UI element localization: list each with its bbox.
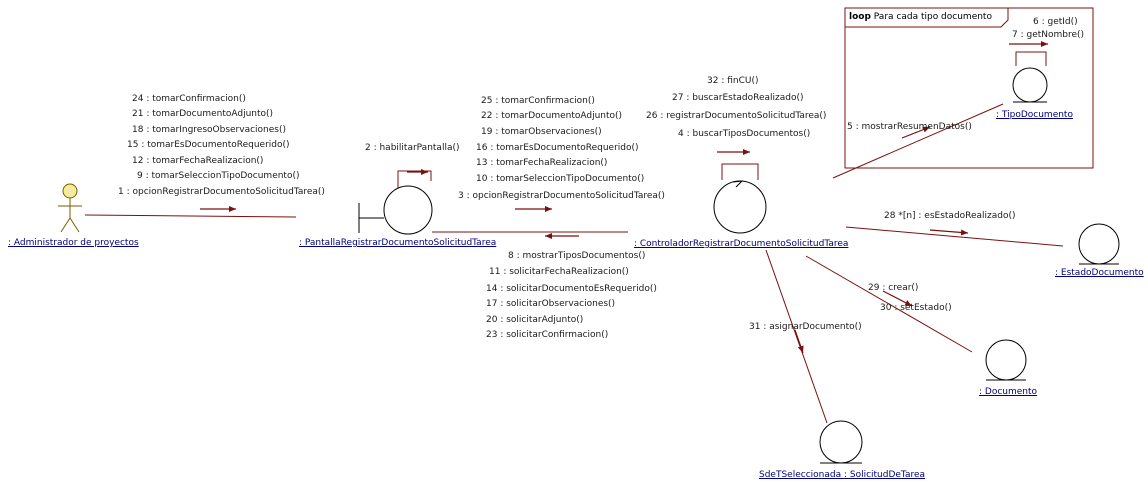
message-label: 24 : tomarConfirmacion(): [132, 94, 246, 104]
tipo-documento-entity[interactable]: [1012, 67, 1048, 103]
message-label: 4 : buscarTiposDocumentos(): [678, 129, 811, 139]
message-label: 7 : getNombre(): [1012, 30, 1085, 40]
actor-figure[interactable]: [58, 183, 82, 233]
message-label: 18 : tomarIngresoObservaciones(): [132, 125, 287, 135]
message-label: 8 : mostrarTiposDocumentos(): [508, 251, 646, 261]
message-label: 20 : solicitarAdjunto(): [486, 315, 584, 325]
message-label: 27 : buscarEstadoRealizado(): [672, 93, 804, 103]
controlador-label[interactable]: : ControladorRegistrarDocumentoSolicitud…: [634, 239, 849, 249]
message-label: 3 : opcionRegistrarDocumentoSolicitudTar…: [458, 191, 665, 201]
message-label: 12 : tomarFechaRealizacion(): [132, 156, 264, 166]
message-label: 13 : tomarFechaRealizacion(): [476, 158, 608, 168]
documento-label[interactable]: : Documento: [979, 387, 1038, 397]
control-object[interactable]: [713, 180, 767, 234]
pantalla-label[interactable]: : PantallaRegistrarDocumentoSolicitudTar…: [299, 238, 497, 248]
message-label: 31 : asignarDocumento(): [749, 322, 862, 332]
message-label: 16 : tomarEsDocumentoRequerido(): [476, 143, 639, 153]
message-label: 10 : tomarSeleccionTipoDocumento(): [476, 174, 645, 184]
message-label: 28 *[n] : esEstadoRealizado(): [884, 211, 1016, 221]
loop-title: loop Para cada tipo documento: [849, 12, 992, 22]
solicitud-label[interactable]: SdeTSeleccionada : SolicitudDeTarea: [759, 470, 926, 480]
message-label: 6 : getId(): [1033, 17, 1078, 27]
link-actor-pantalla: [84, 214, 297, 218]
message-label: 22 : tomarDocumentoAdjunto(): [481, 111, 623, 121]
links: [84, 51, 1064, 424]
message-label: 32 : finCU(): [707, 76, 759, 86]
actor-label[interactable]: : Administrador de proyectos: [8, 238, 139, 248]
message-label: 5 : mostrarResumenDatos(): [847, 122, 972, 132]
link-controlador-documento: [805, 255, 973, 353]
message-arrows: [200, 41, 1048, 354]
message-label: 21 : tomarDocumentoAdjunto(): [132, 109, 274, 119]
message-label: 9 : tomarSeleccionTipoDocumento(): [137, 171, 300, 181]
message-label: 23 : solicitarConfirmacion(): [486, 330, 609, 340]
message-label: 25 : tomarConfirmacion(): [481, 96, 595, 106]
message-label: 17 : solicitarObservaciones(): [486, 299, 616, 309]
message-label: 2 : habilitarPantalla(): [365, 143, 460, 153]
tipo-documento-label[interactable]: : TipoDocumento: [996, 110, 1073, 120]
estado-documento-label[interactable]: : EstadoDocumento: [1055, 268, 1144, 278]
link-controlador-estado: [845, 226, 1064, 247]
link-controlador-solicitud: [765, 249, 828, 424]
message-label: 30 : setEstado(): [880, 303, 952, 313]
loop-fragment: [844, 7, 1094, 169]
message-label: 29 : crear(): [868, 283, 919, 293]
self-loop-tipo: [1015, 51, 1047, 66]
message-label: 26 : registrarDocumentoSolicitudTarea(): [646, 111, 827, 121]
solicitud-entity[interactable]: [819, 420, 863, 464]
message-label: 15 : tomarEsDocumentoRequerido(): [127, 140, 290, 150]
self-loop-pantalla: [397, 170, 432, 189]
link-controlador-tipo: [832, 103, 1004, 179]
estado-documento-entity[interactable]: [1078, 223, 1120, 265]
documento-entity[interactable]: [985, 339, 1027, 381]
message-label: 14 : solicitarDocumentoEsRequerido(): [486, 284, 657, 294]
boundary-object[interactable]: [358, 185, 433, 235]
message-label: 19 : tomarObservaciones(): [481, 127, 602, 137]
self-loop-controlador: [721, 163, 759, 180]
message-label: 1 : opcionRegistrarDocumentoSolicitudTar…: [118, 187, 325, 197]
message-label: 11 : solicitarFechaRealizacion(): [489, 267, 629, 277]
